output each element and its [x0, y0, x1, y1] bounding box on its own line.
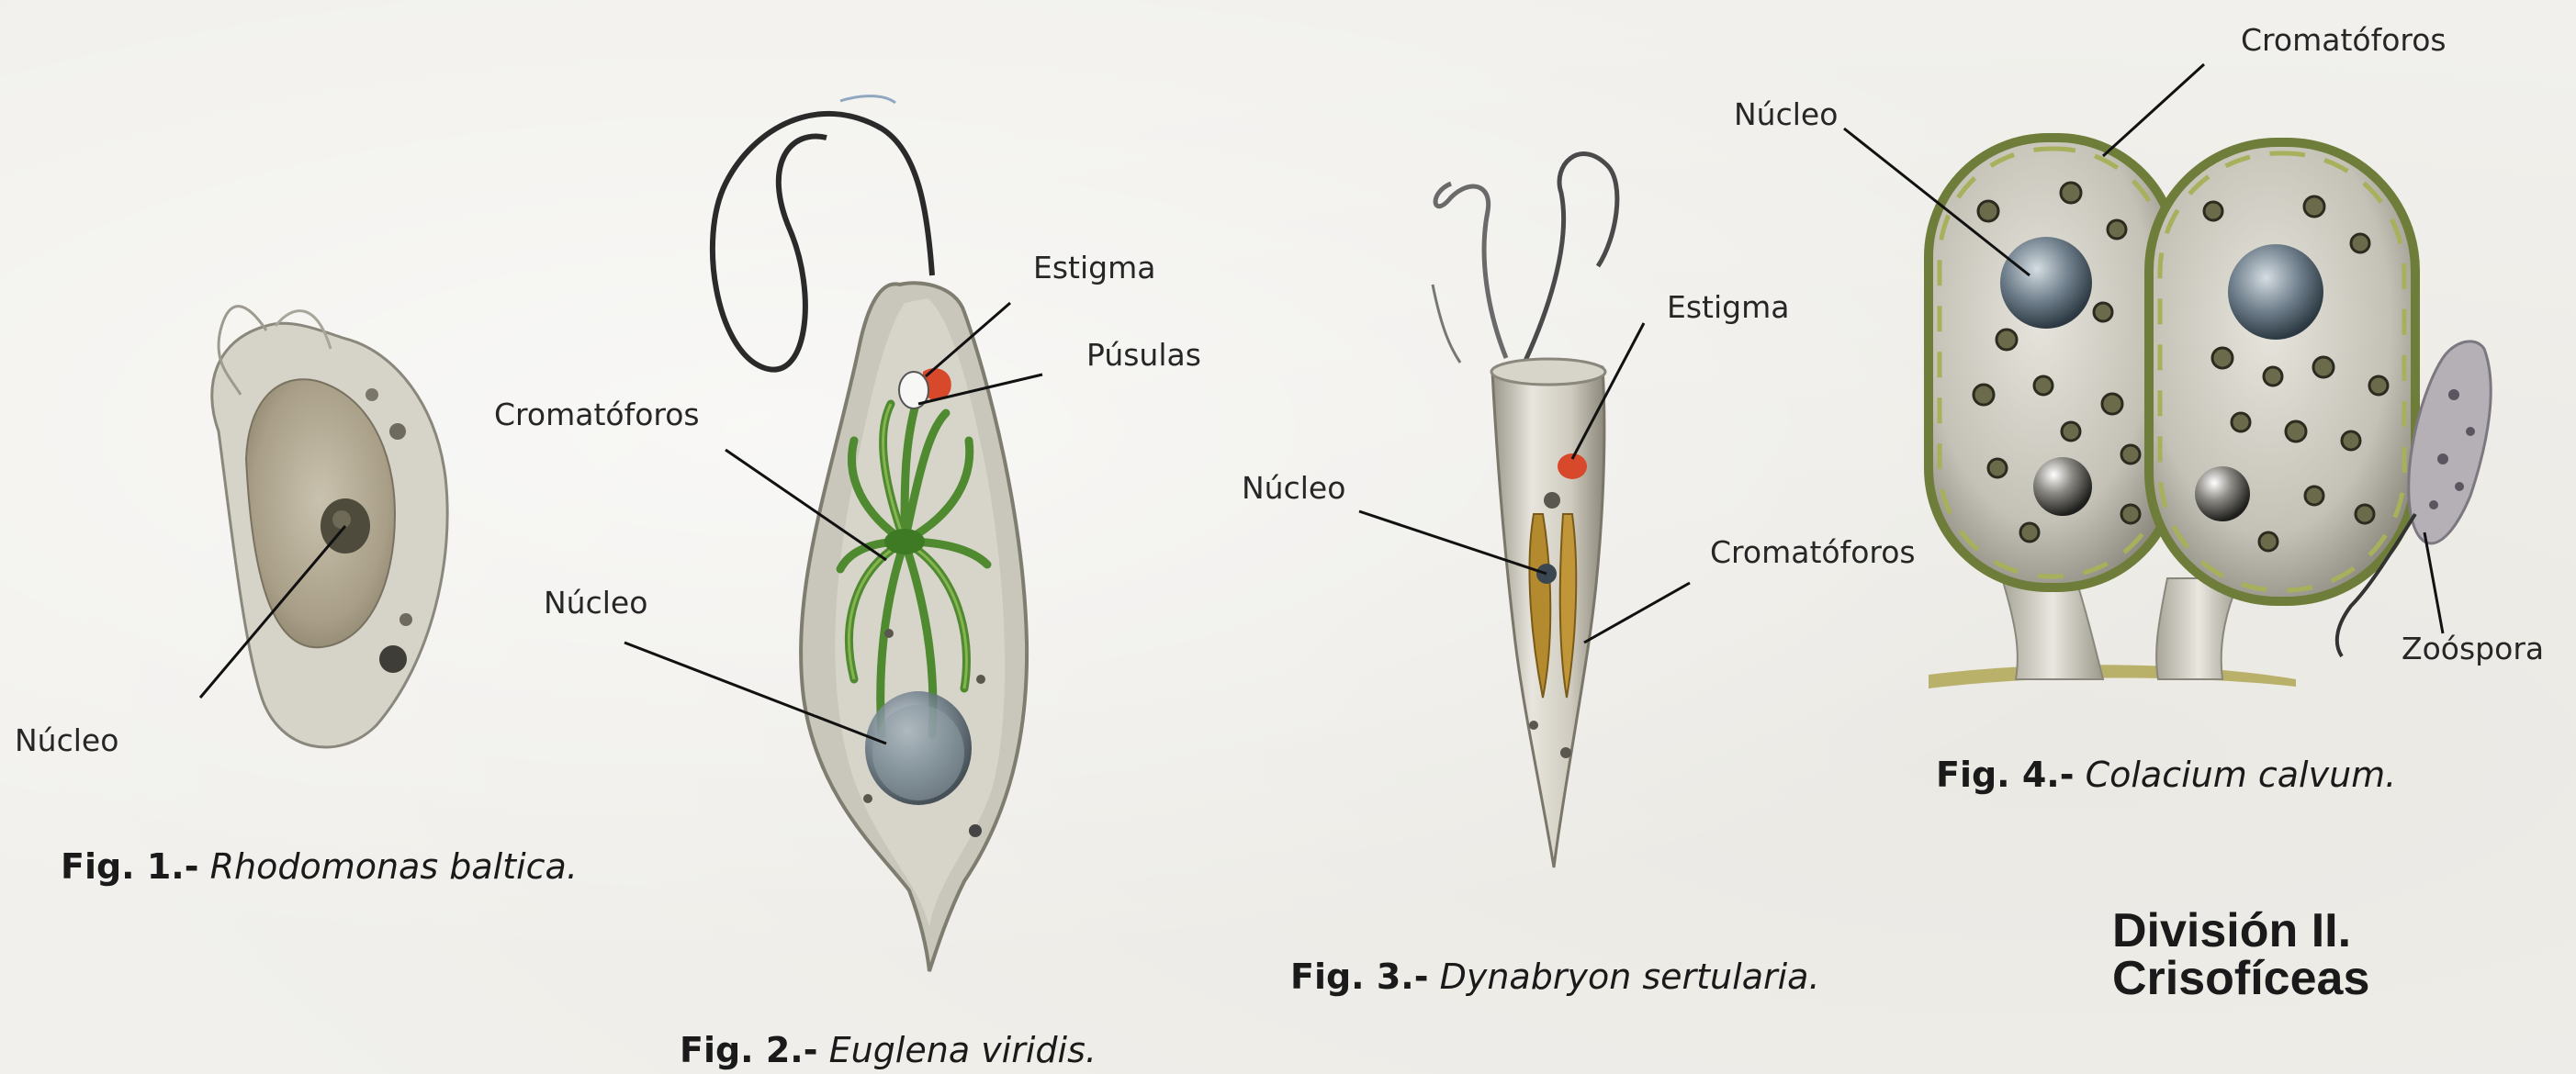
label-fig3-stigma: Estigma [1667, 292, 1789, 322]
caption-fig2-species: Euglena viridis. [829, 1030, 1097, 1070]
section-heading-line2: Crisofíceas [2112, 955, 2369, 1002]
caption-fig4-number: Fig. 4.- [1936, 755, 2075, 795]
label-fig3-nucleus: Núcleo [1242, 473, 1345, 503]
caption-fig3-number: Fig. 3.- [1290, 957, 1429, 997]
leader-fig3-chromatophores [1584, 583, 1690, 643]
caption-fig4-species: Colacium calvum. [2086, 755, 2397, 795]
label-fig2-pusules: Púsulas [1086, 340, 1201, 370]
label-fig2-nucleus: Núcleo [544, 587, 647, 618]
rhodomonas-cell [212, 307, 447, 747]
colacium-colony [1929, 138, 2491, 688]
caption-fig1-number: Fig. 1.- [61, 846, 199, 887]
label-fig4-nucleus: Núcleo [1734, 99, 1838, 129]
section-heading-line1: División II. [2112, 907, 2369, 955]
caption-fig4: Fig. 4.- Colacium calvum. [1936, 757, 2396, 792]
label-fig4-chromatophores: Cromatóforos [2241, 25, 2447, 55]
section-heading: División II. Crisofíceas [2112, 907, 2369, 1002]
caption-fig3: Fig. 3.- Dynabryon sertularia. [1290, 959, 1820, 994]
caption-fig1: Fig. 1.- Rhodomonas baltica. [61, 849, 578, 884]
label-fig2-chromatophores: Cromatóforos [494, 399, 700, 430]
caption-fig3-species: Dynabryon sertularia. [1440, 957, 1820, 997]
label-fig4-zoospore: Zoóspora [2402, 633, 2544, 664]
label-fig1-nucleus: Núcleo [15, 725, 118, 755]
label-fig2-stigma: Estigma [1033, 252, 1155, 283]
caption-fig2-number: Fig. 2.- [680, 1030, 818, 1070]
leader-fig4-zoospore [2424, 532, 2443, 633]
dynabryon-cell [1433, 154, 1617, 867]
leader-fig4-chromatophores [2103, 64, 2204, 156]
euglena-cell [713, 96, 1027, 971]
label-fig3-chromatophores: Cromatóforos [1710, 537, 1916, 567]
caption-fig1-species: Rhodomonas baltica. [210, 846, 578, 887]
caption-fig2: Fig. 2.- Euglena viridis. [680, 1033, 1097, 1068]
